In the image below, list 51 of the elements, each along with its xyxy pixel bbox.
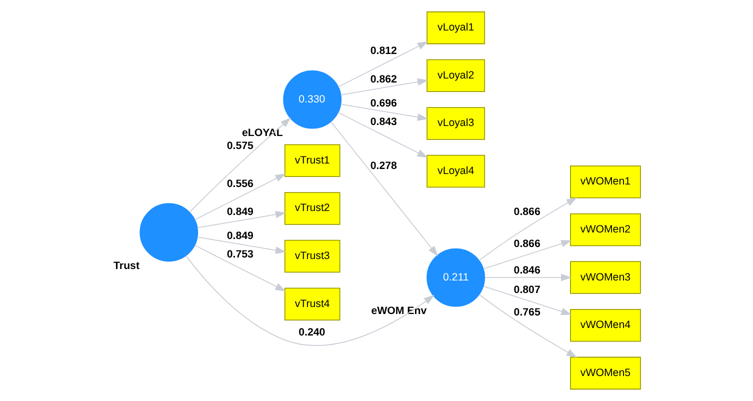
- node-label: eLOYAL: [241, 126, 282, 139]
- arrow: [184, 255, 434, 346]
- node-box: vLoyal1: [426, 11, 485, 44]
- edge-label: 0.812: [370, 45, 396, 58]
- arrow: [196, 236, 286, 254]
- node-box: vTrust3: [284, 240, 340, 273]
- edge-label: 0.753: [226, 248, 253, 261]
- edge-label: 0.575: [226, 140, 253, 152]
- node-box: vLoyal3: [426, 107, 485, 140]
- edge-label: 0.849: [226, 206, 253, 218]
- edge-label: 0.765: [513, 306, 540, 318]
- edge-label: 0.240: [298, 326, 325, 339]
- node-box: vTrust4: [284, 288, 340, 320]
- edge-label: 0.849: [226, 230, 253, 242]
- edge-label: 0.866: [513, 238, 540, 250]
- node-box: vWOMen5: [570, 356, 640, 390]
- node-circle: 0.211: [426, 248, 485, 307]
- arrow: [340, 104, 428, 121]
- arrow: [330, 121, 438, 256]
- edge-label: 0.866: [513, 206, 540, 218]
- arrow: [484, 274, 572, 282]
- arrow: [478, 197, 577, 261]
- arrow: [337, 112, 428, 158]
- node-circle: 0.330: [282, 70, 342, 129]
- node-box: vTrust1: [284, 144, 340, 178]
- arrow: [194, 174, 286, 220]
- arrow: [478, 294, 577, 358]
- node-label: Trust: [113, 260, 139, 272]
- node-box: vLoyal2: [426, 59, 485, 92]
- node-box: vWOMen2: [570, 213, 640, 246]
- node-box: vLoyal4: [426, 154, 485, 188]
- arrow: [482, 286, 572, 316]
- node-box: vWOMen1: [570, 166, 640, 198]
- arrow: [196, 210, 286, 228]
- edge-label: 0.556: [226, 178, 253, 190]
- arrow: [340, 78, 428, 96]
- arrow: [194, 244, 286, 292]
- arrow: [482, 240, 572, 270]
- arrow: [188, 117, 291, 213]
- node-box: vWOMen4: [570, 308, 640, 342]
- edge-label: 0.862: [370, 73, 396, 86]
- node-box: vTrust2: [284, 192, 340, 225]
- edge-label: 0.696: [370, 97, 396, 110]
- edge-label: 0.846: [513, 264, 540, 277]
- edge-label: 0.843: [370, 116, 396, 128]
- edge-label: 0.807: [513, 284, 540, 296]
- node-box: vWOMen3: [570, 261, 640, 294]
- arrow: [337, 41, 428, 88]
- edge-label: 0.278: [370, 160, 396, 172]
- node-circle: [139, 203, 198, 262]
- node-label: eWOM Env: [370, 304, 426, 317]
